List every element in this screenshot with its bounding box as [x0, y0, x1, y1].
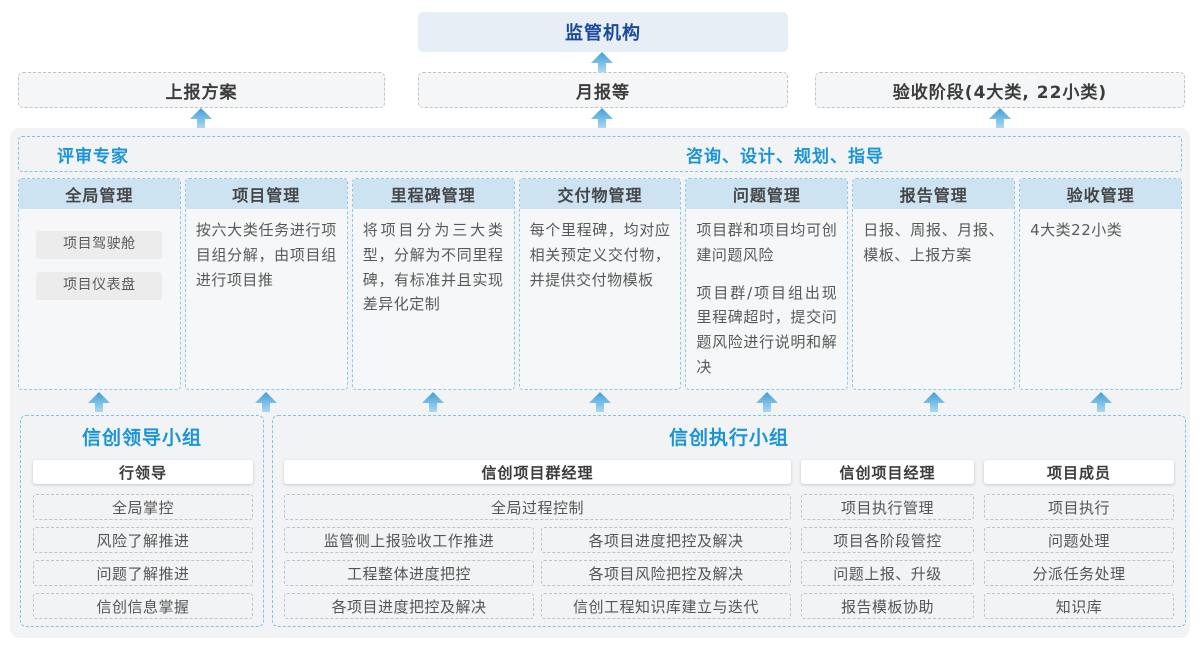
executive-item: 项目执行	[984, 494, 1174, 520]
up-arrow-icon	[190, 108, 212, 128]
report-box-monthly-label: 月报等	[576, 82, 630, 103]
executive-item: 问题上报、升级	[801, 560, 974, 586]
executive-item: 分派任务处理	[984, 560, 1174, 586]
column-body: 4大类22小类	[1030, 221, 1123, 239]
pill-item: 项目驾驶舱	[36, 231, 163, 259]
executive-item: 报告模板协助	[801, 593, 974, 619]
up-arrow-icon	[591, 52, 613, 72]
executive-item: 问题处理	[984, 527, 1174, 553]
role-bar-project-member: 项目成员	[984, 460, 1174, 484]
executive-item: 工程整体进度把控	[284, 560, 534, 586]
executive-group-title: 信创执行小组	[668, 427, 789, 449]
column-deliverable-management: 交付物管理 每个里程碑，均对应相关预定义交付物，并提供交付物模板	[518, 178, 682, 390]
column-body: 项目驾驶舱 项目仪表盘	[19, 209, 180, 389]
role-bar-program-manager: 信创项目群经理	[284, 460, 791, 484]
experts-label: 评审专家	[57, 146, 129, 167]
up-arrow-icon	[591, 108, 613, 128]
column-title: 问题管理	[686, 179, 848, 209]
executive-item: 各项目进度把控及解决	[541, 527, 791, 553]
executive-item: 各项目风险把控及解决	[541, 560, 791, 586]
report-box-acceptance: 验收阶段(4大类, 22小类)	[815, 72, 1185, 108]
report-box-plan-label: 上报方案	[165, 82, 238, 103]
column-report-management: 报告管理 日报、周报、月报、模板、上报方案	[852, 178, 1016, 390]
role-bar-project-manager: 信创项目经理	[801, 460, 974, 484]
report-box-plan: 上报方案	[18, 72, 385, 108]
leadership-item: 风险了解推进	[33, 527, 253, 553]
column-title: 交付物管理	[519, 179, 681, 209]
executive-item: 项目执行管理	[801, 494, 974, 520]
leadership-item: 全局掌控	[33, 494, 253, 520]
column-body: 将项目分为三大类型，分解为不同里程碑，有标准并且实现差异化定制	[362, 221, 504, 314]
executive-item: 全局过程控制	[284, 494, 791, 520]
platform-panel: 评审专家 咨询、设计、规划、指导 全局管理 项目驾驶舱 项目仪表盘 项目管理 按…	[10, 128, 1190, 638]
executive-group: 信创执行小组 信创项目群经理 全局过程控制 监管侧上报验收工作推进 工程整体进度…	[272, 415, 1186, 627]
leadership-item: 问题了解推进	[33, 560, 253, 586]
column-acceptance-management: 验收管理 4大类22小类	[1019, 178, 1182, 390]
column-body: 按六大类任务进行项目组分解，由项目组进行项目推	[195, 221, 337, 289]
column-body: 日报、周报、月报、模板、上报方案	[863, 221, 1005, 264]
pill-item: 项目仪表盘	[36, 272, 163, 300]
executive-item: 知识库	[984, 593, 1174, 619]
executive-item: 各项目进度把控及解决	[284, 593, 534, 619]
issue-paragraph: 项目群和项目均可创建问题风险	[696, 221, 838, 264]
column-title: 报告管理	[853, 179, 1015, 209]
column-project-management: 项目管理 按六大类任务进行项目组分解，由项目组进行项目推	[184, 178, 348, 390]
regulator-label: 监管机构	[565, 23, 641, 44]
up-arrow-icon	[989, 108, 1011, 128]
issue-paragraph: 项目群/项目组出现里程碑超时，提交问题风险进行说明和解决	[696, 283, 838, 376]
column-body: 项目群和项目均可创建问题风险 项目群/项目组出现里程碑超时，提交问题风险进行说明…	[686, 209, 847, 389]
column-title: 验收管理	[1020, 179, 1181, 209]
column-title: 里程碑管理	[352, 179, 514, 209]
column-global-management: 全局管理 项目驾驶舱 项目仪表盘	[18, 178, 181, 390]
report-box-acceptance-label: 验收阶段(4大类, 22小类)	[892, 82, 1108, 103]
report-box-monthly: 月报等	[418, 72, 788, 108]
experts-bar: 评审专家 咨询、设计、规划、指导	[18, 136, 1182, 172]
leadership-group-title: 信创领导小组	[81, 427, 202, 449]
column-body: 每个里程碑，均对应相关预定义交付物，并提供交付物模板	[529, 221, 671, 289]
executive-item: 信创工程知识库建立与迭代	[541, 593, 791, 619]
leadership-item: 信创信息掌握	[33, 593, 253, 619]
executive-item: 项目各阶段管控	[801, 527, 974, 553]
consulting-label: 咨询、设计、规划、指导	[686, 146, 884, 167]
column-title: 全局管理	[19, 179, 180, 209]
column-title: 项目管理	[185, 179, 347, 209]
regulator-box: 监管机构	[418, 12, 788, 52]
role-bar-bank-leader: 行领导	[33, 460, 253, 484]
leadership-group: 信创领导小组 行领导 全局掌控 风险了解推进 问题了解推进 信创信息掌握	[20, 415, 264, 627]
column-milestone-management: 里程碑管理 将项目分为三大类型，分解为不同里程碑，有标准并且实现差异化定制	[351, 178, 515, 390]
executive-item: 监管侧上报验收工作推进	[284, 527, 534, 553]
management-columns: 全局管理 项目驾驶舱 项目仪表盘 项目管理 按六大类任务进行项目组分解，由项目组…	[18, 178, 1182, 390]
column-issue-management: 问题管理 项目群和项目均可创建问题风险 项目群/项目组出现里程碑超时，提交问题风…	[685, 178, 849, 390]
